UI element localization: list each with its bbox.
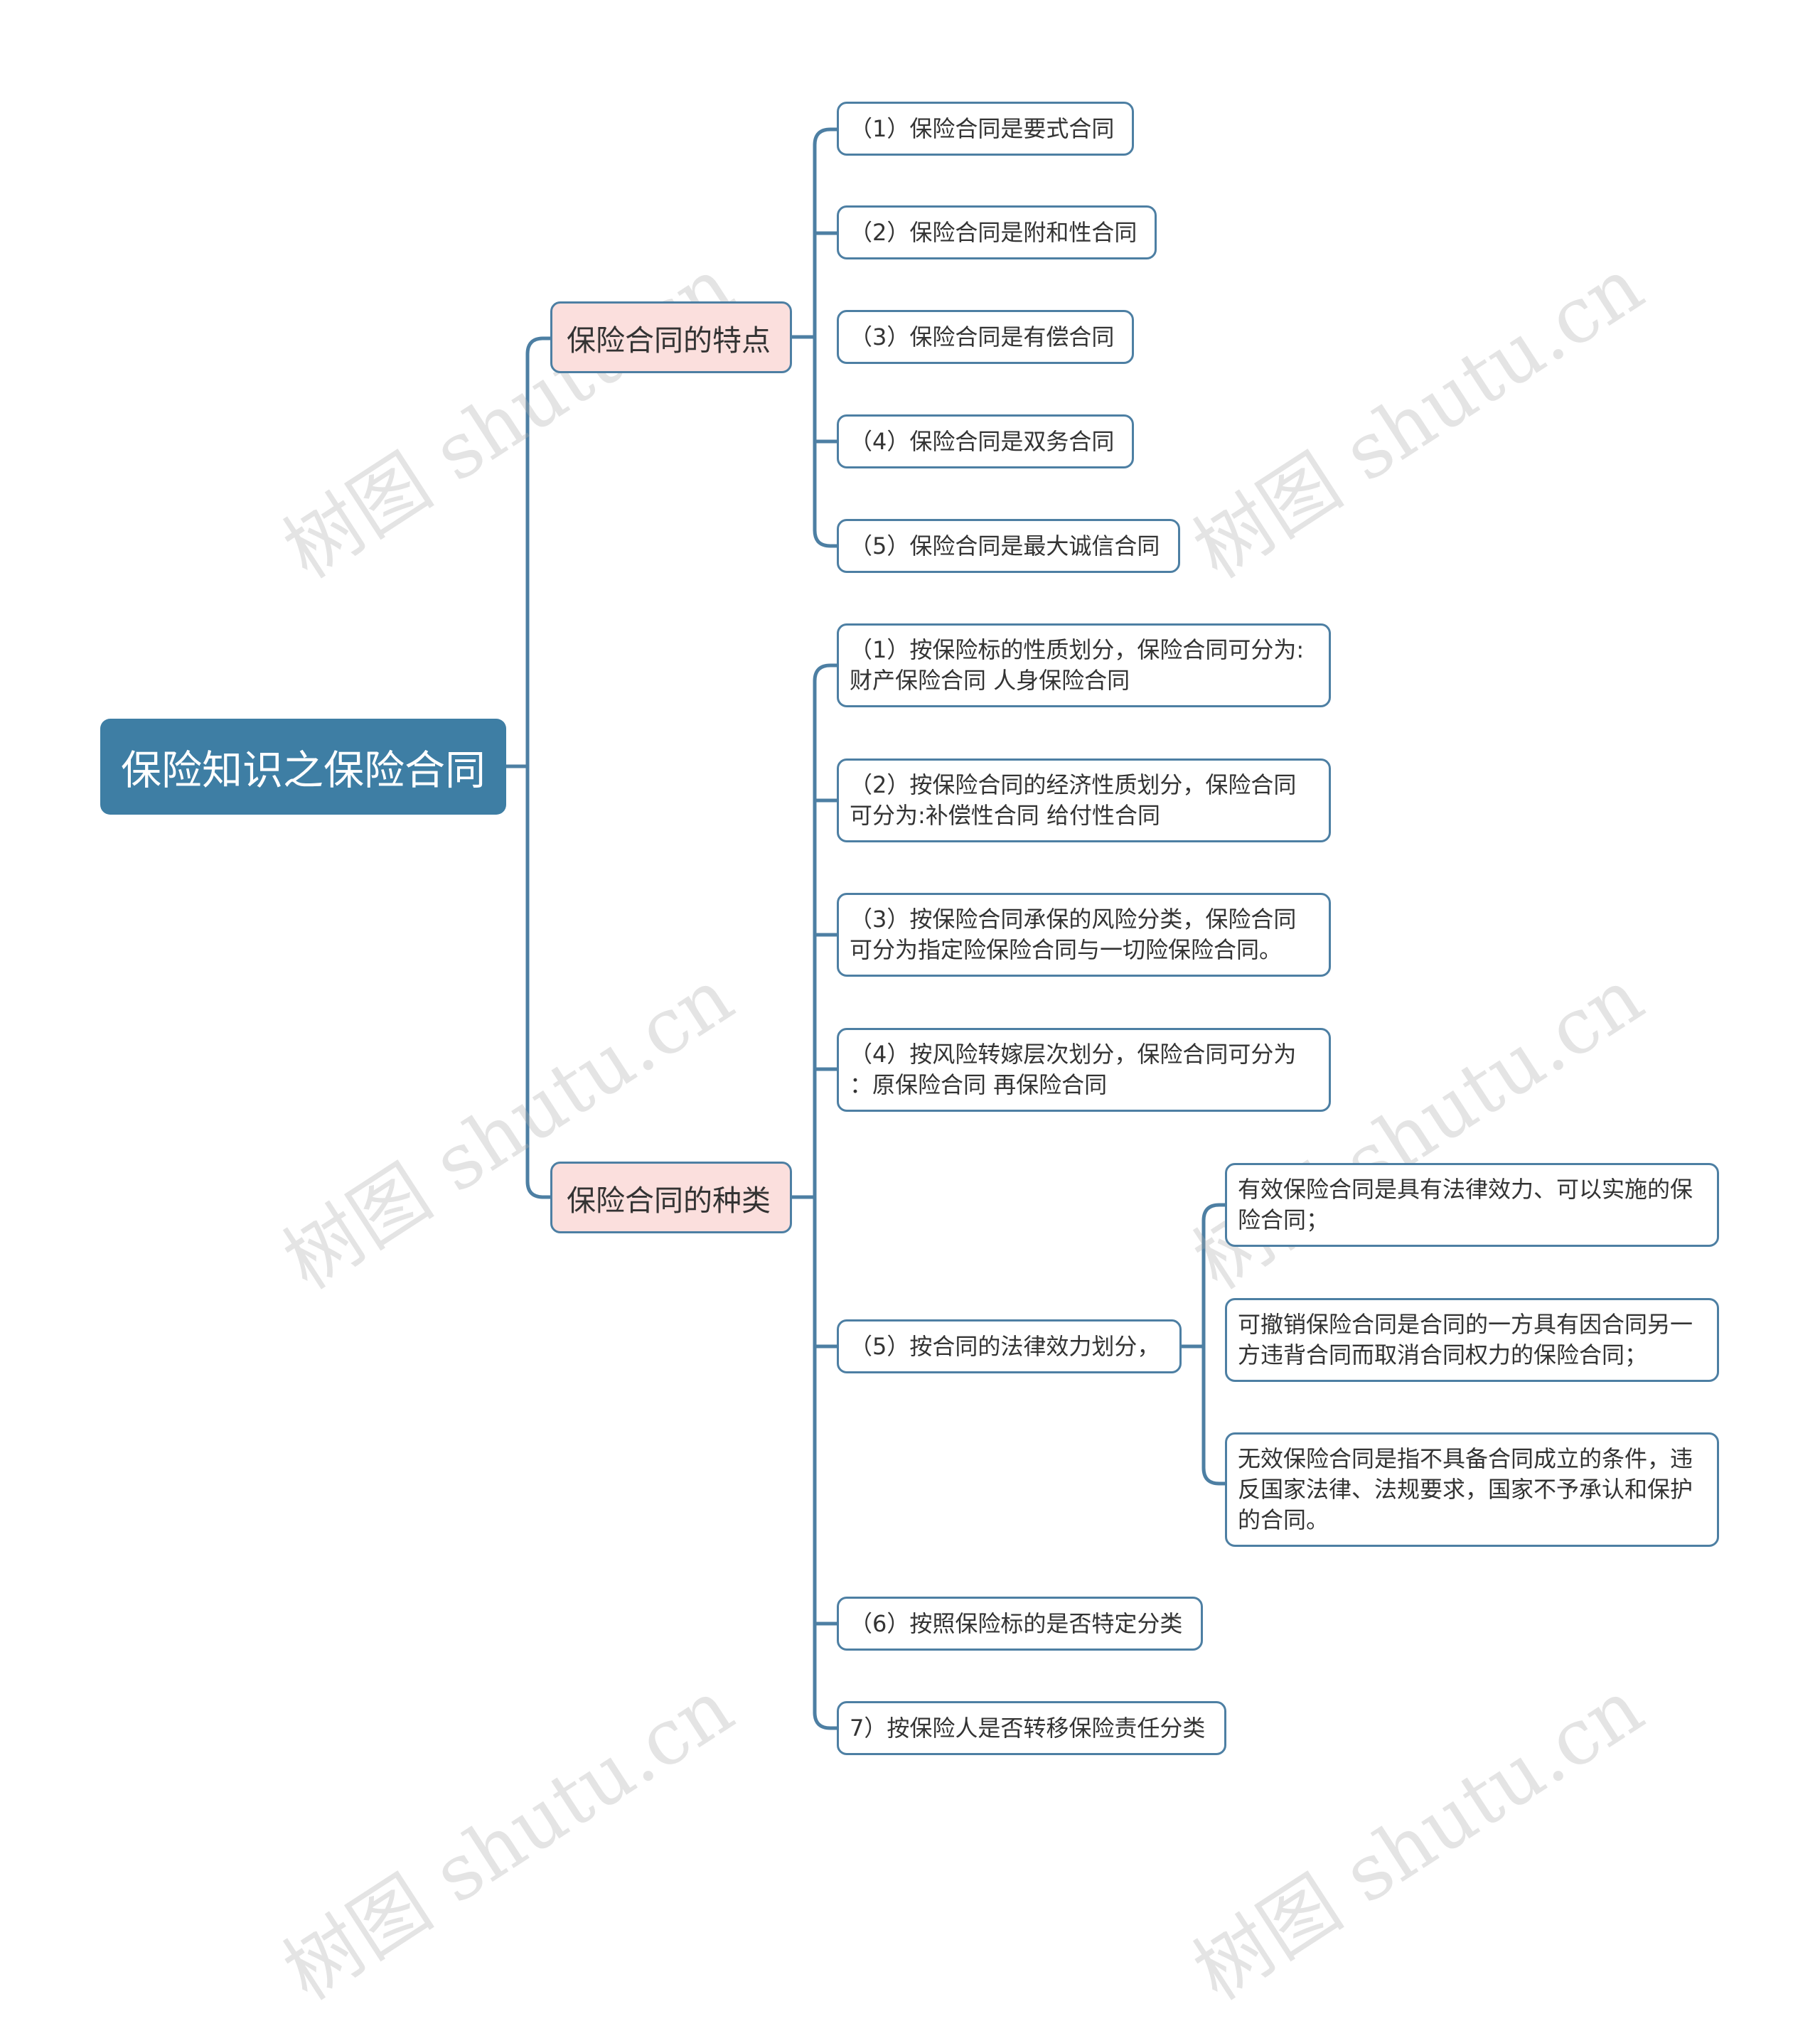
leaf-text: （3）按保险合同承保的风险分类，保险合同 可分为指定险保险合同与一切险保险合同。 — [850, 904, 1296, 965]
leaf-line: 的合同。 — [1238, 1506, 1329, 1533]
connector-branch-1-up — [813, 127, 839, 339]
leaf-line: ：原保险合同 再保险合同 — [850, 1071, 1108, 1098]
leaf-node[interactable]: 无效保险合同是指不具备合同成立的条件，违 反国家法律、法规要求，国家不予承认和保… — [1225, 1432, 1719, 1547]
connector-branch-2-down — [813, 1195, 839, 1730]
connector-sub-down — [1201, 1344, 1227, 1486]
leaf-text: 可撤销保险合同是合同的一方具有因合同另一 方违背合同而取消合同权力的保险合同； — [1238, 1309, 1693, 1371]
leaf-line: 险合同； — [1238, 1206, 1329, 1233]
connector-branch-1-down — [813, 335, 839, 548]
leaf-line: （3）按保险合同承保的风险分类，保险合同 — [850, 906, 1297, 933]
leaf-node[interactable]: 7）按保险人是否转移保险责任分类 — [837, 1701, 1226, 1755]
leaf-node[interactable]: （2）按保险合同的经济性质划分，保险合同 可分为:补偿性合同 给付性合同 — [837, 758, 1331, 842]
leaf-line: 可撤销保险合同是合同的一方具有因合同另一 — [1238, 1311, 1693, 1338]
connector-sub-up — [1201, 1203, 1227, 1349]
leaf-line: 可分为:补偿性合同 给付性合同 — [850, 802, 1160, 829]
leaf-text: 无效保险合同是指不具备合同成立的条件，违 反国家法律、法规要求，国家不予承认和保… — [1238, 1444, 1693, 1535]
connector-branch-2-up — [813, 663, 839, 1199]
root-node[interactable]: 保险知识之保险合同 — [100, 719, 506, 815]
branch-node-types[interactable]: 保险合同的种类 — [550, 1162, 792, 1233]
leaf-node[interactable]: （4）保险合同是双务合同 — [837, 414, 1134, 468]
leaf-node[interactable]: （1）保险合同是要式合同 — [837, 102, 1134, 156]
leaf-node[interactable]: （3）按保险合同承保的风险分类，保险合同 可分为指定险保险合同与一切险保险合同。 — [837, 893, 1331, 977]
leaf-line: （2）按保险合同的经济性质划分，保险合同 — [850, 771, 1297, 798]
connector-lines — [504, 127, 1227, 1730]
leaf-node[interactable]: （2）保险合同是附和性合同 — [837, 205, 1157, 259]
sub-node-legal-effect[interactable]: （5）按合同的法律效力划分， — [837, 1319, 1182, 1373]
leaf-node[interactable]: 有效保险合同是具有法律效力、可以实施的保 险合同； — [1225, 1163, 1719, 1247]
leaf-line: 方违背合同而取消合同权力的保险合同； — [1238, 1341, 1648, 1368]
leaf-node[interactable]: （1）按保险标的性质划分，保险合同可分为: 财产保险合同 人身保险合同 — [837, 623, 1331, 707]
leaf-line: 财产保险合同 人身保险合同 — [850, 667, 1130, 694]
leaf-line: （1）按保险标的性质划分，保险合同可分为: — [850, 636, 1305, 663]
connector-root-to-branch-1 — [525, 336, 552, 768]
leaf-node[interactable]: （3）保险合同是有偿合同 — [837, 310, 1134, 364]
leaf-node[interactable]: （4）按风险转嫁层次划分，保险合同可分为 ：原保险合同 再保险合同 — [837, 1028, 1331, 1112]
leaf-line: 无效保险合同是指不具备合同成立的条件，违 — [1238, 1445, 1693, 1472]
leaf-line: 可分为指定险保险合同与一切险保险合同。 — [850, 936, 1283, 963]
leaf-node[interactable]: （6）按照保险标的是否特定分类 — [837, 1597, 1203, 1651]
leaf-node[interactable]: 可撤销保险合同是合同的一方具有因合同另一 方违背合同而取消合同权力的保险合同； — [1225, 1298, 1719, 1382]
connector-root-to-branch-2 — [525, 764, 552, 1199]
leaf-line: 有效保险合同是具有法律效力、可以实施的保 — [1238, 1176, 1693, 1203]
leaf-text: （2）按保险合同的经济性质划分，保险合同 可分为:补偿性合同 给付性合同 — [850, 770, 1296, 831]
branch-node-features[interactable]: 保险合同的特点 — [550, 301, 792, 373]
leaf-text: 有效保险合同是具有法律效力、可以实施的保 险合同； — [1238, 1174, 1693, 1235]
leaf-node[interactable]: （5）保险合同是最大诚信合同 — [837, 519, 1180, 573]
leaf-text: （4）按风险转嫁层次划分，保险合同可分为 ：原保险合同 再保险合同 — [850, 1039, 1296, 1100]
leaf-line: 反国家法律、法规要求，国家不予承认和保护 — [1238, 1476, 1693, 1503]
leaf-text: （1）按保险标的性质划分，保险合同可分为: 财产保险合同 人身保险合同 — [850, 635, 1304, 696]
leaf-line: （4）按风险转嫁层次划分，保险合同可分为 — [850, 1041, 1297, 1068]
